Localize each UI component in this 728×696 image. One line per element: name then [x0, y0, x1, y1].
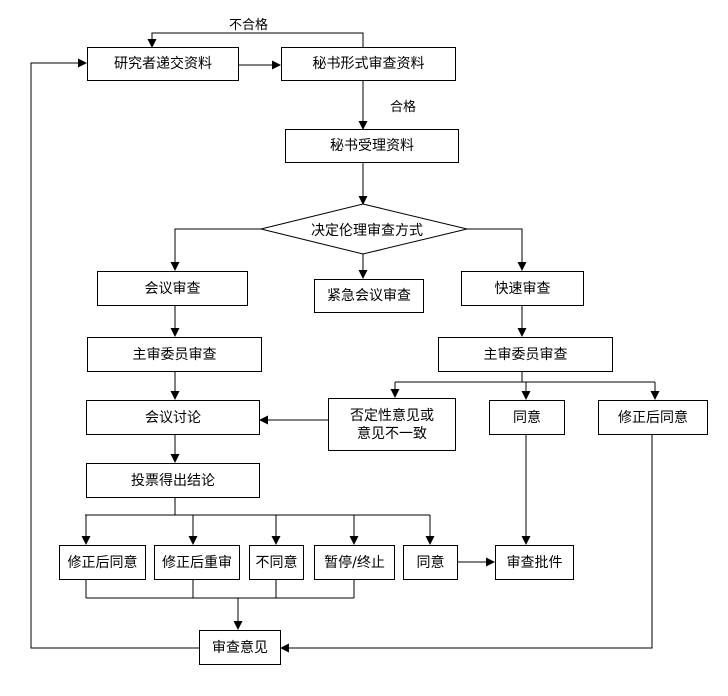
approve-node: 审查批件 [495, 545, 574, 580]
submit-node: 研究者递交资料 [87, 47, 239, 81]
chief-reviewer-right-node: 主审委员审查 [438, 337, 613, 372]
modify-agree-node: 修正后同意 [59, 545, 146, 580]
modify-review-node: 修正后重审 [154, 545, 240, 580]
arrow-fast-modify-to-opinion [280, 435, 653, 653]
emergency-review-node: 紧急会议审查 [314, 279, 424, 313]
chief-reviewer-left-node: 主审委员审查 [87, 337, 262, 372]
agree-fast-node: 同意 [489, 400, 565, 435]
disagree-node: 不同意 [249, 545, 304, 580]
modify-agree-fast-node: 修正后同意 [598, 400, 708, 435]
vote-node: 投票得出结论 [86, 463, 260, 498]
negative-line-2: 意见不一致 [357, 425, 427, 442]
pass-label: 合格 [390, 100, 417, 115]
arrow-opinion-to-submit [30, 58, 199, 649]
decision-diamond [260, 203, 468, 255]
arrow-decide-to-meeting [170, 228, 261, 271]
opinion-node: 审查意见 [199, 630, 281, 665]
arrow-fail-loop [147, 32, 364, 48]
accept-node: 秘书受理资料 [285, 129, 459, 163]
decide-node-label: 决定伦理审查方式 [311, 223, 423, 239]
fast-review-node: 快速审查 [461, 271, 584, 306]
negative-opinion-node: 否定性意见或 意见不一致 [328, 398, 456, 451]
arrow-decide-to-fast [467, 228, 527, 271]
agree-node: 同意 [403, 545, 458, 580]
fail-label: 不合格 [229, 18, 269, 33]
meeting-review-node: 会议审查 [97, 271, 248, 306]
formal-review-node: 秘书形式审查资料 [281, 47, 456, 81]
meeting-discuss-node: 会议讨论 [86, 400, 260, 435]
suspend-node: 暂停/终止 [314, 545, 395, 580]
negative-line-1: 否定性意见或 [350, 407, 434, 424]
